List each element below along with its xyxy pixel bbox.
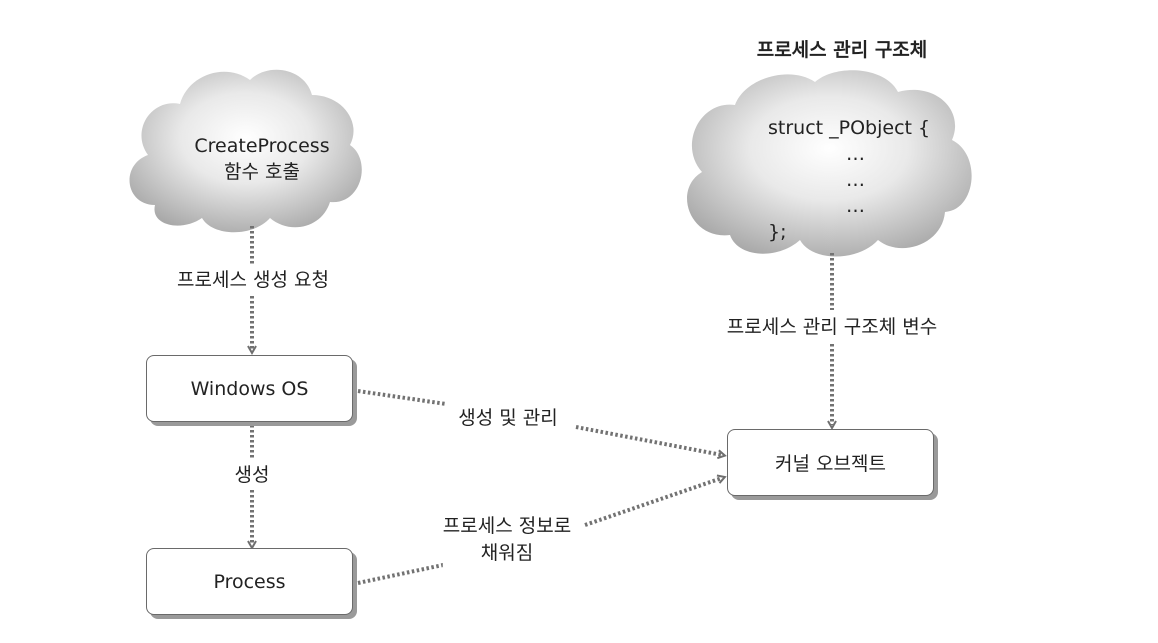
kernel-object-label: 커널 오브젝트: [775, 453, 886, 475]
cloud-left-line-2: 함수 호출: [224, 161, 300, 183]
code-line-ellipsis-2: …: [846, 169, 865, 191]
right-cloud: [687, 70, 972, 257]
code-line-close: };: [768, 221, 787, 243]
code-line-struct: struct _PObject {: [768, 117, 931, 139]
create-and-manage-label: 생성 및 관리: [458, 406, 558, 430]
left-cloud: [129, 69, 362, 233]
code-line-ellipsis-3: …: [846, 195, 865, 217]
create-label: 생성: [234, 463, 270, 487]
create-process-label: CreateProcess 함수 호출: [194, 133, 329, 185]
process-label: Process: [213, 570, 286, 593]
windows-os-box: Windows OS: [146, 355, 353, 422]
code-line-ellipsis-1: …: [846, 143, 865, 165]
struct-variable-label: 프로세스 관리 구조체 변수: [726, 315, 938, 339]
struct-code-block: struct _PObject { … … … };: [768, 115, 930, 245]
connector-windows-to-manage-label: [357, 389, 447, 406]
cloud-left-line-1: CreateProcess: [194, 135, 330, 157]
windows-os-label: Windows OS: [190, 377, 309, 400]
kernel-object-box: 커널 오브젝트: [727, 429, 934, 496]
connector-filled-label-to-kernel: [584, 478, 722, 527]
process-box: Process: [146, 548, 353, 615]
filled-label-line-2: 채워짐: [480, 542, 534, 564]
filled-with-info-label: 프로세스 정보로 채워짐: [442, 513, 572, 567]
process-struct-title: 프로세스 관리 구조체: [756, 39, 928, 61]
filled-label-line-1: 프로세스 정보로: [442, 515, 572, 537]
connector-manage-label-to-kernel: [575, 425, 722, 455]
process-create-request-label: 프로세스 생성 요청: [177, 268, 329, 292]
